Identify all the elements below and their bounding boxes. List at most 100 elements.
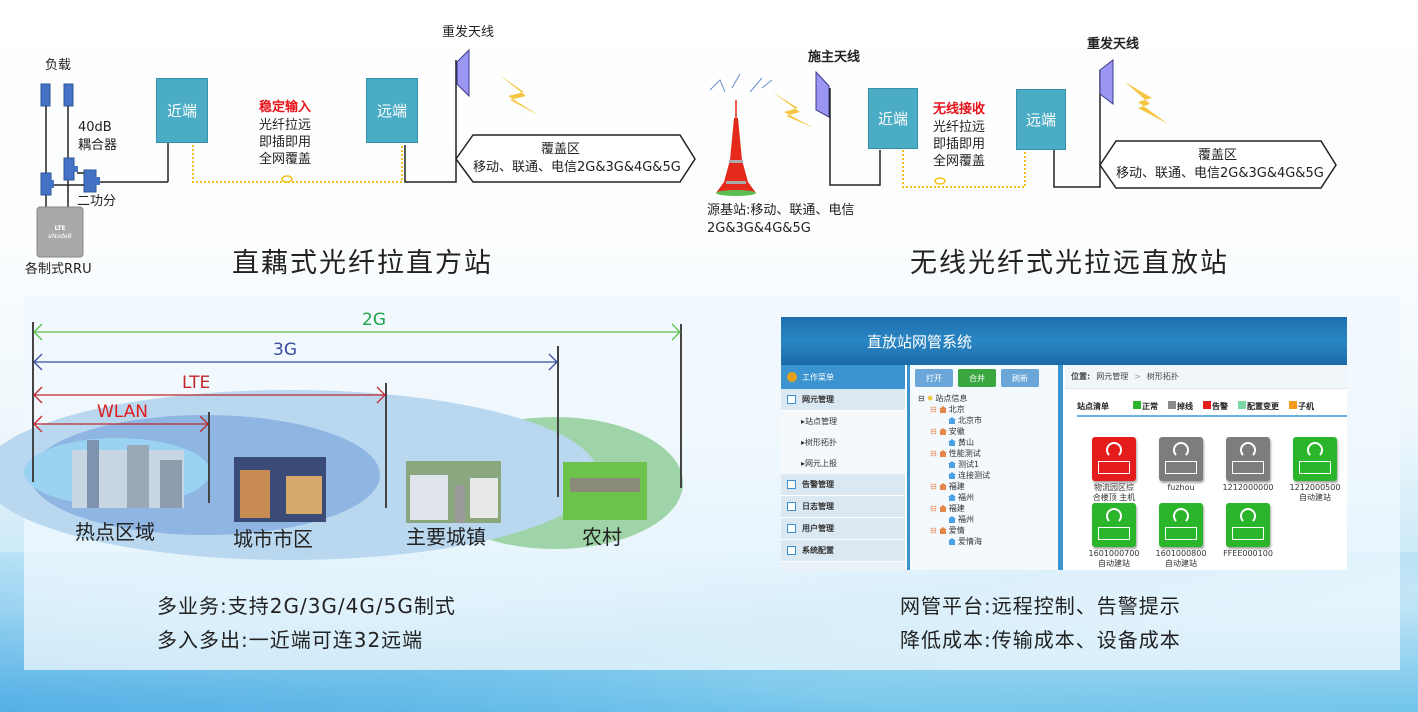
- device-icon-alarm[interactable]: [1092, 437, 1136, 481]
- diagram2-title: 无线光纤式光拉远直放站: [910, 248, 1229, 279]
- menu-tree-topology[interactable]: ▸ 树形拓扑: [781, 432, 905, 453]
- list-icon: [787, 502, 796, 511]
- house-icon: [938, 505, 947, 512]
- splitter-label: 二功分: [77, 194, 117, 209]
- tree-leaf[interactable]: 黄山: [948, 437, 974, 448]
- feature-2-1: 光纤拉远: [933, 120, 986, 135]
- menu-system[interactable]: 系统配置: [781, 540, 905, 562]
- tree-node[interactable]: ⊟ 性能测试: [930, 449, 981, 458]
- menu-site-mgmt[interactable]: ▸ 站点管理: [781, 411, 905, 432]
- feature-1: 光纤拉远: [259, 118, 312, 133]
- nms-sidebar: 工作菜单 网元管理 ▸ 站点管理 ▸ 树形拓扑 ▸ 网元上报 告警管理 日志管理…: [781, 365, 905, 570]
- menu-user[interactable]: 用户管理: [781, 518, 905, 540]
- feature-3: 全网覆盖: [259, 152, 312, 167]
- near-end-box: 近端: [156, 78, 208, 143]
- feature-2-3: 全网覆盖: [933, 154, 986, 169]
- breadcrumb-link[interactable]: 网元管理: [1096, 372, 1129, 381]
- device-icon-normal[interactable]: [1092, 503, 1136, 547]
- feature-title-2: 无线接收: [933, 102, 986, 117]
- range-label-3g: 3G: [273, 340, 297, 360]
- house-icon: [948, 538, 956, 545]
- tree-node[interactable]: ⊟ 安徽: [930, 427, 965, 436]
- tree-node[interactable]: ⊟ 福建: [930, 482, 965, 491]
- device-label: FFEE000100: [1223, 549, 1273, 558]
- source-station-label: 源基站:移动、联通、电信: [707, 203, 855, 218]
- coupler-label: 40dB: [78, 120, 112, 135]
- house-icon: [948, 439, 956, 446]
- device-icon-normal[interactable]: [1159, 503, 1203, 547]
- open-button[interactable]: 打开: [915, 369, 953, 387]
- breadcrumb: 位置: 网元管理 > 树形拓扑: [1065, 365, 1347, 389]
- source-station-bands: 2G&3G&4G&5G: [707, 221, 811, 236]
- legend-offline: 掉线: [1168, 401, 1193, 412]
- svg-text:eNodeB: eNodeB: [48, 233, 71, 240]
- nms-main-panel: 位置: 网元管理 > 树形拓扑 站点清单 正常 掉线 告警 配置变更 子机 物流…: [1065, 365, 1347, 570]
- donor-antenna-label: 施主天线: [808, 50, 861, 65]
- list-icon: [787, 395, 796, 404]
- legend-config-change: 配置变更: [1238, 401, 1279, 412]
- near-end-box-2: 近端: [868, 88, 918, 149]
- nms-screenshot: 直放站网管系统 工作菜单 网元管理 ▸ 站点管理 ▸ 树形拓扑 ▸ 网元上报 告…: [781, 317, 1347, 570]
- area-hotspot: 热点区域: [75, 520, 155, 544]
- tree-leaf[interactable]: 爱情海: [948, 536, 982, 547]
- load-label: 负载: [45, 58, 72, 73]
- device-label: 物流园区综合楼顶 主机: [1092, 483, 1136, 502]
- diagram1-title: 直藕式光纤拉直方站: [232, 248, 493, 279]
- bullet-mimo: 多入多出:一近端可连32远端: [157, 628, 424, 652]
- device-icon-offline[interactable]: [1226, 437, 1270, 481]
- coverage-title-2: 覆盖区: [1198, 148, 1238, 163]
- tree-node[interactable]: ⊟ 北京: [930, 405, 965, 414]
- refresh-button[interactable]: 刷新: [1001, 369, 1039, 387]
- range-label-wlan: WLAN: [97, 402, 149, 422]
- coverage-detail: 移动、联通、电信2G&3G&4G&5G: [473, 160, 681, 175]
- house-icon: [938, 450, 947, 457]
- tree-leaf[interactable]: 连接测试: [948, 470, 990, 481]
- coupler-label-2: 耦合器: [78, 138, 118, 153]
- area-urban: 城市市区: [233, 527, 313, 551]
- house-icon: [948, 494, 956, 501]
- tree-leaf[interactable]: 测试1: [948, 459, 979, 470]
- nms-title: 直放站网管系统: [867, 332, 973, 351]
- house-icon: [938, 406, 947, 413]
- house-icon: [948, 516, 956, 523]
- far-end-box-2: 远端: [1016, 89, 1066, 150]
- tree-leaf[interactable]: 北京市: [948, 415, 982, 426]
- menu-network-element[interactable]: 网元管理: [781, 389, 905, 411]
- menu-header[interactable]: 工作菜单: [781, 365, 905, 389]
- nms-header: 直放站网管系统: [781, 317, 1347, 365]
- house-icon: [938, 428, 947, 435]
- menu-toggle-icon: [787, 372, 797, 382]
- house-icon: [948, 461, 956, 468]
- feature-title: 稳定输入: [259, 100, 312, 115]
- menu-log[interactable]: 日志管理: [781, 496, 905, 518]
- nms-tree-panel: 打开 合并 刷新 ⊟ ✹站点信息 ⊟ 北京 北京市 ⊟ 安徽 黄山 ⊟ 性能测试…: [907, 365, 1063, 570]
- area-town: 主要城镇: [406, 525, 486, 549]
- device-icon-offline[interactable]: [1159, 437, 1203, 481]
- house-icon: [938, 527, 947, 534]
- tree-node[interactable]: ⊟ 福建: [930, 504, 965, 513]
- tree-leaf[interactable]: 福州: [948, 492, 974, 503]
- tree-leaf[interactable]: 福州: [948, 514, 974, 525]
- site-list-title: 站点清单: [1077, 402, 1109, 411]
- menu-ne-report[interactable]: ▸ 网元上报: [781, 453, 905, 474]
- tree-root[interactable]: ⊟ ✹站点信息: [918, 394, 968, 403]
- tree-node[interactable]: ⊟ 爱情: [930, 526, 965, 535]
- bullet-nms-platform: 网管平台:远程控制、告警提示: [900, 594, 1181, 618]
- list-icon: [787, 480, 796, 489]
- device-label: 1212000000: [1222, 483, 1274, 492]
- device-icon-normal[interactable]: [1293, 437, 1337, 481]
- device-icon-normal[interactable]: [1226, 503, 1270, 547]
- merge-button[interactable]: 合并: [958, 369, 996, 387]
- feature-2: 即插即用: [259, 135, 312, 150]
- legend-slave: 子机: [1289, 401, 1314, 412]
- diagram1-lines: LTE eNodeB: [36, 48, 696, 258]
- house-icon: [948, 417, 956, 424]
- diagram2-lines: [709, 58, 1337, 196]
- list-icon: [787, 546, 796, 555]
- menu-alarm[interactable]: 告警管理: [781, 474, 905, 496]
- house-icon: [948, 472, 956, 479]
- house-icon: [938, 483, 947, 490]
- far-end-box: 远端: [366, 78, 418, 143]
